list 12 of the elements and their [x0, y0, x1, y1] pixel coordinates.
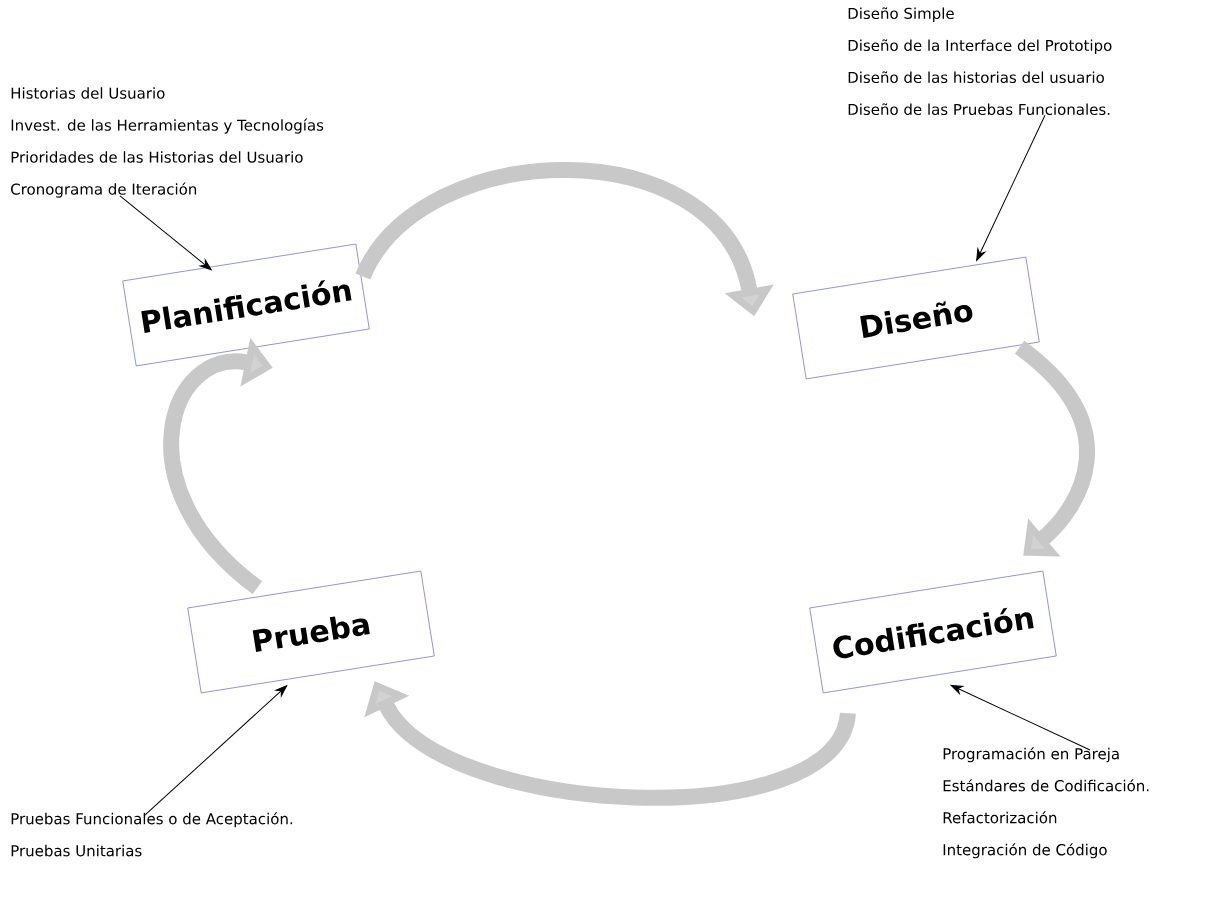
phase-box: Codificación — [809, 570, 1057, 694]
arrow — [976, 114, 1046, 261]
note-text: Diseño Simple Diseño de la Interface del Prototipo Diseño de las historias del usuario Diseño de las Pruebas Funcionales. — [848, 7, 1112, 116]
note-text: Historias del Usuario Invest. de las Herramientas y Tecnologías Prioridades de las Historias del Usuario Cronograma de Iteración — [11, 87, 324, 198]
curved-arrow — [1014, 341, 1095, 557]
arrow — [143, 685, 288, 817]
phase-box: Diseño — [792, 256, 1040, 380]
arrow — [950, 684, 1091, 751]
arrow — [119, 195, 212, 271]
note-text: Programación en Pareja Estándares de Codificación. Refactorización Integración de Código — [943, 747, 1149, 859]
phase-box: Prueba — [187, 570, 435, 694]
note-text: Pruebas Funcionales o de Aceptación. Pruebas Unitarias — [11, 812, 293, 857]
